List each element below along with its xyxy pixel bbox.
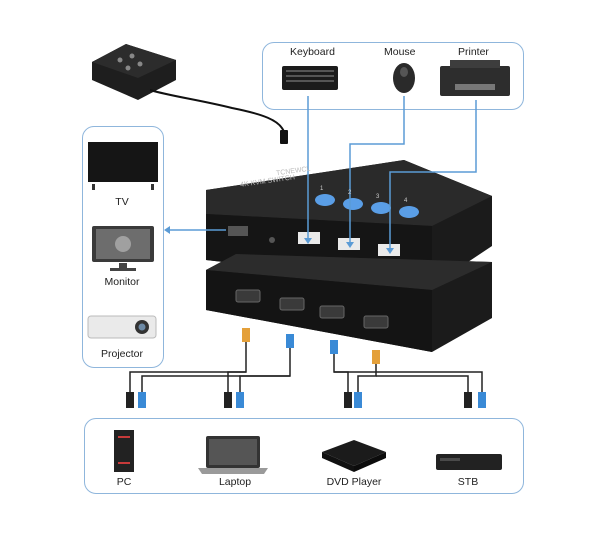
- remote-control-icon: [92, 44, 176, 100]
- pc-tower-icon: [114, 430, 134, 472]
- hdmi-in-port-4: [363, 315, 389, 329]
- peripheral-links: [307, 96, 477, 248]
- keyboard-icon: [282, 66, 338, 90]
- projector-label: Projector: [100, 348, 143, 360]
- dvd-player-icon: [322, 440, 386, 472]
- remote-plug: [280, 130, 288, 144]
- printer-icon: [440, 60, 510, 96]
- port-button-2[interactable]: [343, 198, 363, 210]
- mouse-icon: [393, 63, 415, 93]
- cable-connectors-top: [242, 328, 380, 364]
- hdmi-out-port: [228, 226, 248, 236]
- projector-icon: [87, 315, 157, 339]
- tv-icon: [88, 142, 158, 190]
- remote-cable: [149, 89, 285, 133]
- kvm-switch-top: [206, 160, 492, 286]
- hdmi-in-port-3: [319, 305, 345, 319]
- monitor-icon: [92, 226, 154, 271]
- printer-label: Printer: [458, 46, 489, 58]
- port-number-1: 1: [320, 186, 324, 192]
- mouse-label: Mouse: [384, 46, 416, 58]
- kvm-switch-bottom: [206, 254, 492, 352]
- tv-label: TV: [115, 196, 129, 208]
- port-button-3[interactable]: [371, 202, 391, 214]
- hdmi-in-port-1: [235, 289, 261, 303]
- source-cables: [129, 340, 483, 392]
- port-button-4[interactable]: [399, 206, 419, 218]
- stb-icon: [436, 454, 502, 470]
- monitor-label: Monitor: [104, 276, 140, 288]
- port-button-1[interactable]: [315, 194, 335, 206]
- port-number-3: 3: [376, 194, 380, 200]
- port-number-2: 2: [348, 190, 352, 196]
- port-number-4: 4: [404, 198, 408, 204]
- keyboard-label: Keyboard: [290, 46, 335, 58]
- laptop-label: Laptop: [218, 476, 252, 488]
- laptop-icon: [198, 436, 268, 474]
- hdmi-in-port-2: [279, 297, 305, 311]
- pc-label: PC: [116, 476, 132, 488]
- stb-label: STB: [457, 476, 479, 488]
- dvd-player-label: DVD Player: [326, 476, 382, 488]
- cable-connectors-bottom: [126, 392, 486, 408]
